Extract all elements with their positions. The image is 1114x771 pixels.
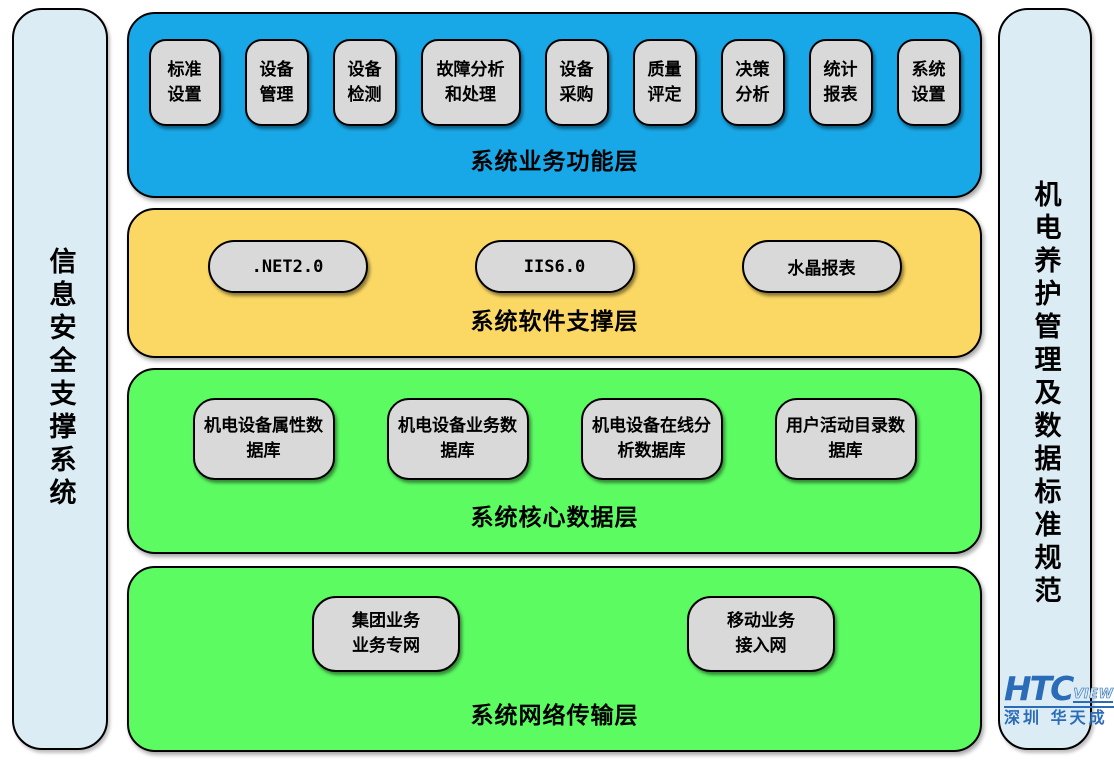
software-box-row: .NET2.0 IIS6.0 水晶报表 (129, 240, 980, 293)
function-box-statistics-report: 统计 报表 (808, 39, 873, 126)
logo-htc-text: HTC (1004, 669, 1074, 708)
logo-wordmark: HTC VIEW (1004, 672, 1114, 705)
left-panel-label: 信息安全支撑系统 (44, 247, 76, 511)
software-box-iis: IIS6.0 (474, 240, 635, 293)
layer-business-functions: 标准 设置 设备 管理 设备 检测 故障分析 和处理 设备 采购 质量 评定 决… (127, 12, 982, 198)
network-box-group-private-net: 集团业务 业务专网 (312, 596, 460, 672)
software-layer-title: 系统软件支撑层 (470, 308, 639, 335)
function-box-device-inspection: 设备 检测 (332, 39, 397, 126)
database-box-business: 机电设备业务数 据库 (386, 398, 529, 480)
business-box-row: 标准 设置 设备 管理 设备 检测 故障分析 和处理 设备 采购 质量 评定 决… (129, 39, 980, 126)
layer-core-data: 机电设备属性数 据库 机电设备业务数 据库 机电设备在线分 析数据库 用户活动目… (127, 368, 982, 554)
business-layer-title: 系统业务功能层 (470, 148, 639, 175)
software-box-dotnet: .NET2.0 (207, 240, 368, 293)
function-box-decision-analysis: 决策 分析 (720, 39, 785, 126)
data-layer-title: 系统核心数据层 (470, 504, 639, 531)
database-box-attribute: 机电设备属性数 据库 (192, 398, 335, 480)
function-box-quality-evaluation: 质量 评定 (632, 39, 697, 126)
layer-network-transmission: 集团业务 业务专网 移动业务 接入网 系统网络传输层 (127, 566, 982, 752)
function-box-system-settings: 系统 设置 (896, 39, 961, 126)
function-box-standard-settings: 标准 设置 (148, 39, 221, 126)
function-box-device-purchase: 设备 采购 (544, 39, 609, 126)
network-box-row: 集团业务 业务专网 移动业务 接入网 (129, 596, 980, 672)
layer-software-support: .NET2.0 IIS6.0 水晶报表 系统软件支撑层 (127, 208, 982, 358)
right-panel-standards: 机电养护管理及数据标准规范 (998, 8, 1092, 750)
logo-tagline: 深圳 华天成 (1004, 706, 1114, 726)
database-box-online-analysis: 机电设备在线分 析数据库 (580, 398, 723, 480)
logo-view-text: VIEW (1073, 687, 1114, 703)
function-box-device-management: 设备 管理 (244, 39, 309, 126)
function-box-fault-analysis: 故障分析 和处理 (420, 39, 521, 126)
left-panel-info-security: 信息安全支撑系统 (12, 8, 108, 750)
data-box-row: 机电设备属性数 据库 机电设备业务数 据库 机电设备在线分 析数据库 用户活动目… (129, 398, 980, 480)
network-box-mobile-access-net: 移动业务 接入网 (687, 596, 835, 672)
network-layer-title: 系统网络传输层 (470, 702, 639, 729)
htcview-logo: HTC VIEW 深圳 华天成 (1004, 672, 1114, 726)
right-panel-label: 机电养护管理及数据标准规范 (1029, 179, 1061, 609)
software-box-crystal-report: 水晶报表 (741, 240, 902, 293)
database-box-user-directory: 用户活动目录数 据库 (774, 398, 917, 480)
